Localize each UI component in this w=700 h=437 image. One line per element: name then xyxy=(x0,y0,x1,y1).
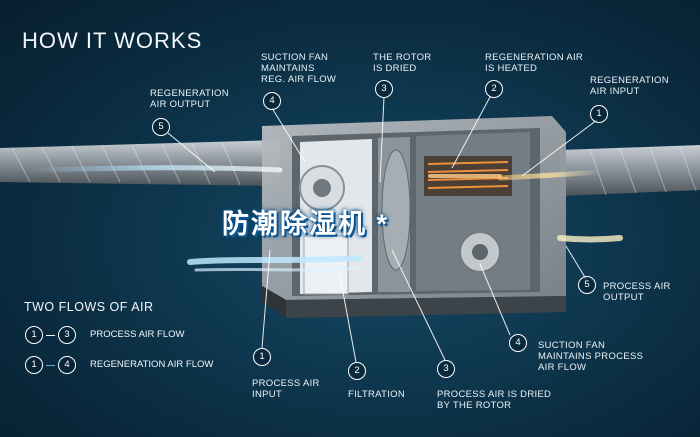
callout-label-filtration: FILTRATION xyxy=(348,389,406,400)
legend-dash-process xyxy=(46,335,55,336)
callout-label-suction-fan-regen: SUCTION FAN MAINTAINS REG. AIR FLOW xyxy=(261,52,337,85)
callout-badge-suction-fan-process: 4 xyxy=(509,334,527,352)
watermark-overlay: 防潮除湿机 * xyxy=(222,209,390,239)
callout-badge-filtration: 2 xyxy=(348,362,366,380)
legend-label-regen: REGENERATION AIR FLOW xyxy=(90,359,214,370)
legend-title: TWO FLOWS OF AIR xyxy=(24,300,154,314)
cabinet xyxy=(262,116,566,318)
callout-label-regen-output-top: REGENERATION AIR OUTPUT xyxy=(150,88,229,110)
callout-label-process-dried: PROCESS AIR IS DRIED BY THE ROTOR xyxy=(437,389,552,411)
callout-badge-regen-output-top: 5 xyxy=(152,118,170,136)
callout-label-process-output: PROCESS AIR OUTPUT xyxy=(603,281,671,303)
callout-badge-process-input: 1 xyxy=(253,348,271,366)
callout-lines xyxy=(167,96,598,363)
page-title: HOW IT WORKS xyxy=(22,28,203,53)
legend-badge-process-end: 3 xyxy=(58,326,76,344)
right-duct xyxy=(560,145,700,196)
callout-label-suction-fan-process: SUCTION FAN MAINTAINS PROCESS AIR FLOW xyxy=(538,340,644,373)
callout-label-process-input: PROCESS AIR INPUT xyxy=(252,378,320,400)
callout-badge-regen-heated: 2 xyxy=(485,80,503,98)
callout-label-regen-input: REGENERATION AIR INPUT xyxy=(590,75,669,97)
legend-badge-regen-end: 4 xyxy=(58,356,76,374)
callout-badge-process-dried: 3 xyxy=(437,360,455,378)
callout-badge-suction-fan-regen: 4 xyxy=(263,92,281,110)
callout-label-rotor-dried: THE ROTOR IS DRIED xyxy=(373,52,432,74)
air-flows xyxy=(27,165,623,272)
callout-badge-rotor-dried: 3 xyxy=(375,80,393,98)
legend-badge-regen-start: 1 xyxy=(25,356,43,374)
legend-badge-process-start: 1 xyxy=(25,326,43,344)
callout-badge-process-output: 5 xyxy=(578,276,596,294)
callout-badge-regen-input: 1 xyxy=(590,105,608,123)
legend-dash-regen xyxy=(46,365,55,366)
callout-label-regen-heated: REGENERATION AIR IS HEATED xyxy=(485,52,584,74)
left-duct xyxy=(0,140,280,186)
legend-label-process: PROCESS AIR FLOW xyxy=(90,329,185,340)
